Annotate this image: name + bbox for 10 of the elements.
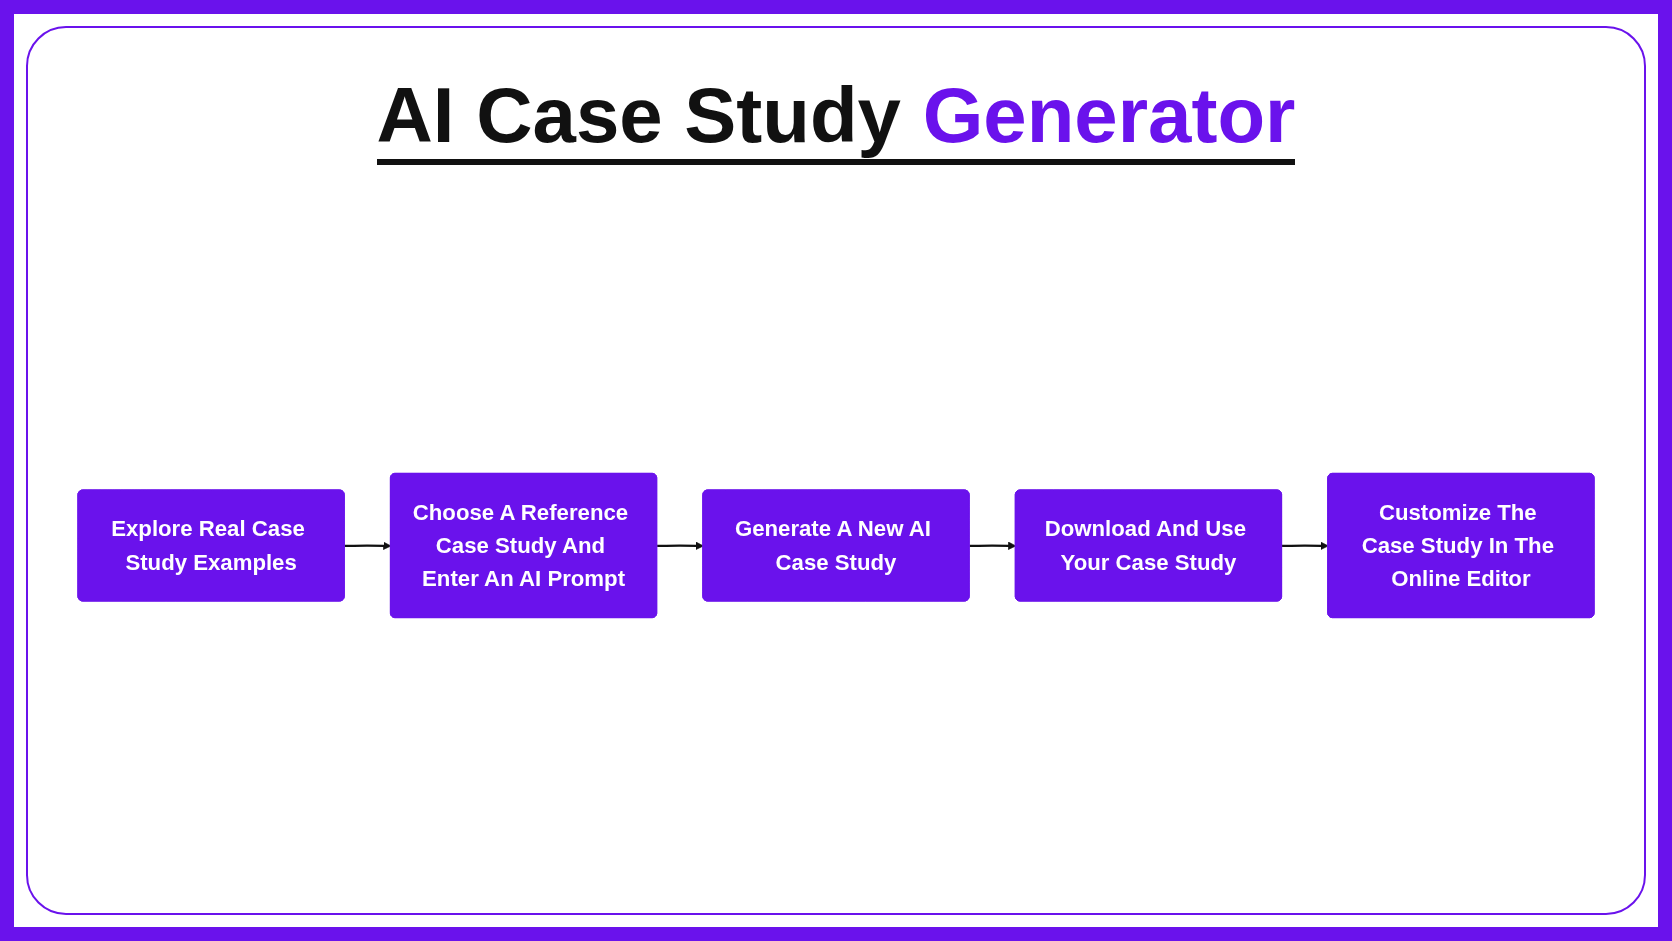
arrow [657, 541, 704, 550]
process-box: Customize The Case Study In The Online Editor [1327, 472, 1595, 619]
process-box: Generate A New AI Case Study [702, 489, 970, 602]
arrow [969, 541, 1017, 550]
arrow [344, 541, 392, 550]
title: AI Case Study Generator [376, 75, 1296, 165]
arrow [1282, 541, 1329, 550]
process-box: Choose A Reference Case Study And Enter An AI Prompt [389, 472, 658, 619]
process-box: Download And Use Your Case Study [1014, 489, 1283, 602]
process-box: Explore Real Case Study Examples [77, 489, 345, 602]
